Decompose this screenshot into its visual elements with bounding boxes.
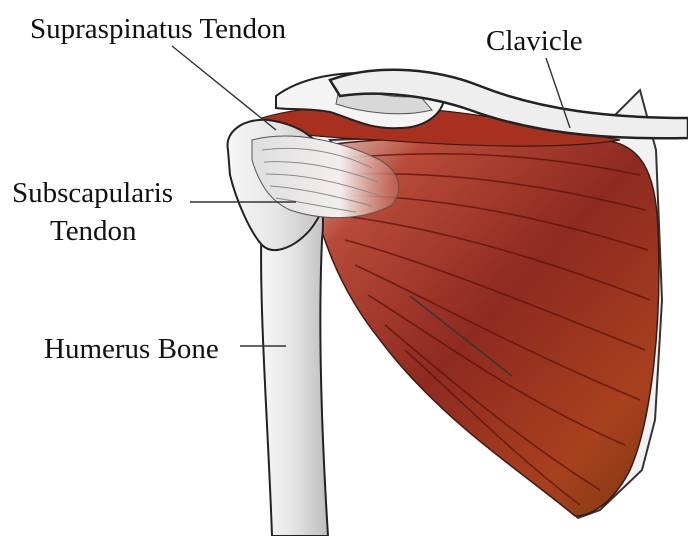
label-subscapularis-line1: Subscapularis [12, 176, 173, 210]
label-subscapularis-line2: Tendon [50, 214, 137, 248]
leader-supraspinatus [172, 46, 276, 130]
label-humerus-bone: Humerus Bone [44, 332, 219, 366]
label-supraspinatus-tendon: Supraspinatus Tendon [30, 12, 286, 46]
label-clavicle: Clavicle [486, 24, 583, 58]
